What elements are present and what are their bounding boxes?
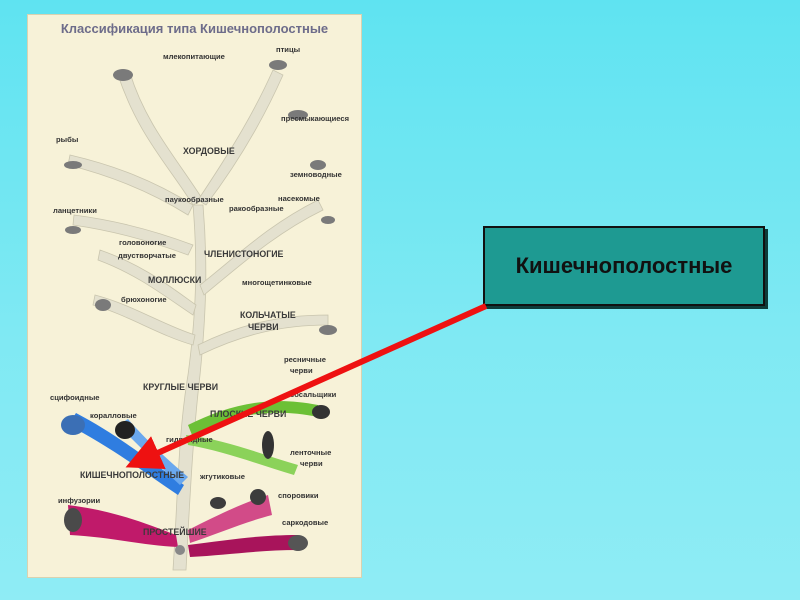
fluke-figure [312, 405, 330, 419]
infusoria-figure [64, 508, 82, 532]
label-insects: насекомые [278, 194, 320, 203]
lancelet-figure [65, 226, 81, 234]
label-protozoa: ПРОСТЕЙШИЕ [143, 526, 207, 537]
tapeworm-figure [262, 431, 274, 459]
fish-figure [64, 161, 82, 169]
branch-lancelets [72, 214, 194, 256]
label-cephalopods: головоногие [119, 238, 166, 247]
label-roundworms: КРУГЛЫЕ ЧЕРВИ [143, 382, 218, 392]
branch-fishes [67, 154, 194, 216]
jellyfish-figure [61, 415, 85, 435]
label-chordates: ХОРДОВЫЕ [183, 146, 235, 156]
label-ciliated-1: ресничные [284, 355, 326, 364]
branch-molluscs [97, 249, 197, 316]
label-arachnids: паукообразные [165, 195, 224, 204]
label-amphibians: земноводные [290, 170, 342, 179]
label-lancelets: ланцетники [53, 206, 97, 215]
branch-arthropods [199, 199, 324, 296]
green-branch [188, 401, 318, 435]
label-flagellates: жгутиковые [199, 472, 245, 481]
arrow-line [125, 303, 488, 470]
label-gastropods: брюхоногие [121, 295, 167, 304]
mammal-figure [113, 69, 133, 81]
label-annelids-1: КОЛЬЧАТЫЕ [240, 310, 296, 320]
label-annelids-2: ЧЕРВИ [248, 322, 279, 332]
label-tapeworms-1: ленточные [290, 448, 331, 457]
snail-figure [95, 299, 111, 311]
label-crustaceans: ракообразные [229, 204, 284, 213]
magenta-branch-3 [188, 535, 298, 557]
panel-title: Классификация типа Кишечнополостные [60, 21, 329, 36]
label-molluscs: МОЛЛЮСКИ [148, 275, 201, 285]
branch-birds [197, 69, 284, 206]
label-fishes: рыбы [56, 135, 78, 144]
tree-branches [67, 69, 329, 571]
label-scyphoid: сцифоидные [50, 393, 100, 402]
callout-text: Кишечнополостные [515, 253, 733, 278]
root-node [175, 545, 185, 555]
label-arthropods: ЧЛЕНИСТОНОГИЕ [204, 249, 284, 259]
amoeba-figure [288, 535, 308, 551]
flagellate-figure [210, 497, 226, 509]
amphibian-figure [310, 160, 326, 170]
label-flukes: сосальщики [290, 390, 337, 399]
callout-box: Кишечнополостные [483, 226, 765, 306]
label-sporozoa: споровики [278, 491, 319, 500]
label-tapeworms-2: черви [300, 459, 323, 468]
bird-figure [269, 60, 287, 70]
classification-panel: Классификация типа Кишечнополостные [27, 14, 362, 578]
green-branch-2 [186, 435, 298, 475]
label-ciliated-2: черви [290, 366, 313, 375]
reptile-figure [288, 110, 308, 120]
label-birds: птицы [276, 45, 300, 54]
branch-gastropods [92, 294, 196, 346]
label-mammals: млекопитающие [163, 52, 225, 61]
label-sarcodina: саркодовые [282, 518, 328, 527]
animal-figures [61, 60, 337, 551]
evolution-tree: млекопитающие птицы пресмыкающиеся рыбы … [50, 45, 349, 571]
label-reptiles: пресмыкающиеся [281, 114, 349, 123]
coral-figure [115, 421, 135, 439]
worm-figure [319, 325, 337, 335]
label-coral: коралловые [90, 411, 137, 420]
sporozoa-figure [250, 489, 266, 505]
label-coelenterates: КИШЕЧНОПОЛОСТНЫЕ [80, 470, 184, 480]
label-polychaetes: многощетинковые [242, 278, 312, 287]
magenta-branch [68, 505, 178, 547]
label-bivalves: двустворчатые [118, 251, 176, 260]
magenta-branch-2 [188, 495, 272, 543]
insect-figure [321, 216, 335, 224]
label-infusoria: инфузории [58, 496, 100, 505]
